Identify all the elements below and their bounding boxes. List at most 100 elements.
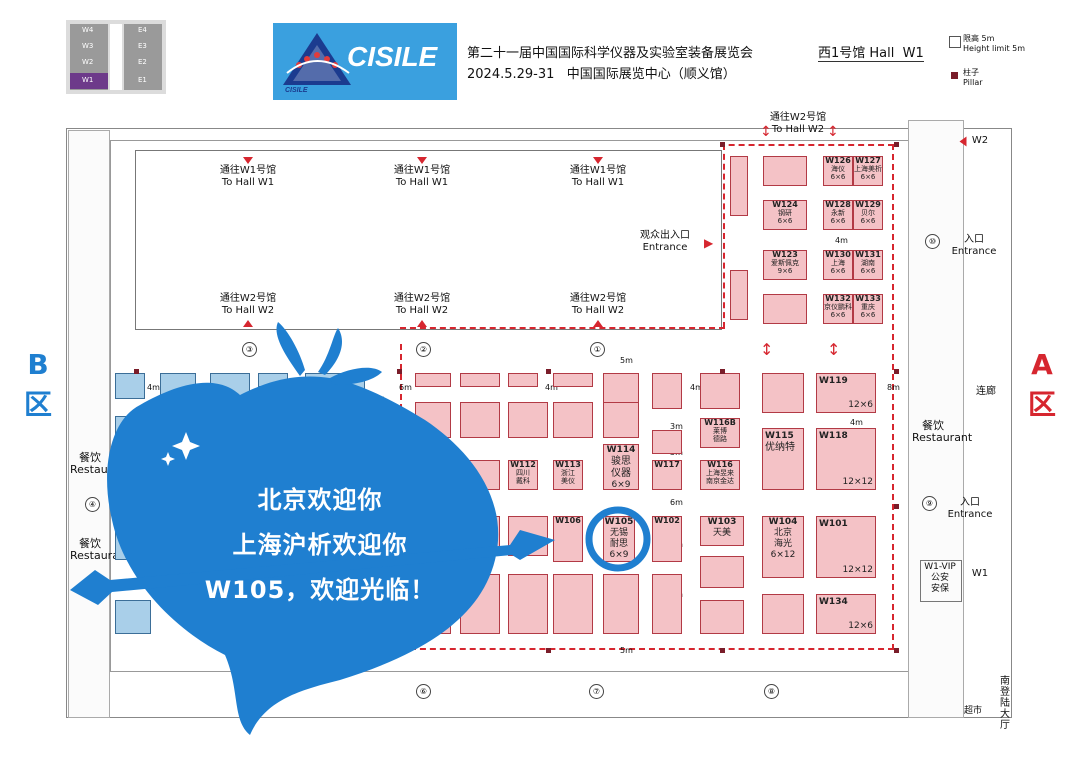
to-hall-w2-1: 通往W2号馆 To Hall W2 [219,293,277,316]
booth-blue[interactable] [115,373,145,399]
pillar [894,504,899,509]
logo-triangle-icon [283,33,351,85]
booth-small[interactable] [763,294,807,324]
booth-small[interactable] [460,402,500,438]
booth-blue[interactable] [115,416,145,442]
booth-small[interactable] [508,516,548,556]
arrow-down-icon [593,157,603,164]
gate-10: ⑩ [925,234,940,249]
booth-blue[interactable] [350,402,390,438]
gate-2: ② [416,342,431,357]
gate-1: ① [590,342,605,357]
visitor-entrance: 观众出入口 Entrance [640,230,690,253]
dim-label: 4m [147,383,160,392]
pillar [720,369,725,374]
booth-small[interactable] [508,373,538,387]
booth-small[interactable] [415,373,451,387]
booth-blue[interactable] [258,373,288,387]
booth-blue[interactable] [305,373,365,393]
booth-w102[interactable]: W102 [652,516,682,562]
booth-small[interactable] [762,373,804,413]
hall-outer-wall [66,128,1012,718]
pillar [546,648,551,653]
left-service-block [68,130,110,718]
legend-height: 限高 5m Height limit 5m [963,34,1026,53]
booth-small[interactable] [652,430,682,454]
booth-small[interactable] [603,574,639,634]
booth-w106[interactable]: W106 [553,516,583,562]
minimap-w3: W3 [82,42,94,50]
booth-blue[interactable] [160,416,196,442]
dim-label: 8m [887,383,900,392]
booth-small[interactable] [508,574,548,634]
w2-side-label: W2 [971,135,989,146]
booth-w117[interactable]: W117 [652,460,682,490]
pillar [720,648,725,653]
vip-block [920,560,962,602]
booth-small[interactable] [415,402,451,438]
upper-empty-area [135,150,722,330]
booth-small[interactable] [700,373,740,409]
booth-small[interactable] [508,402,548,438]
booth-small[interactable] [553,373,593,387]
pillar [720,142,725,147]
booth-blue[interactable] [160,373,196,399]
booth-blue[interactable] [350,600,390,634]
booth-small[interactable] [652,574,682,634]
arrow-up-icon [243,320,253,327]
upper-boundary-vert [723,144,725,328]
booth-small[interactable] [460,373,500,387]
arrow-down-icon [417,157,427,164]
booth-small[interactable] [762,594,804,634]
booth-small[interactable] [553,402,593,438]
booth-small[interactable] [730,270,748,320]
booth-small[interactable] [603,402,639,438]
legend-height-swatch [949,36,961,48]
event-title: 第二十一届中国国际科学仪器及实验室装备展览会 [467,46,754,61]
arrow-up-icon [593,320,603,327]
booth-blue[interactable] [210,373,250,399]
booth-small[interactable] [652,373,682,409]
gate-9: ⑨ [922,496,937,511]
booth-small[interactable] [763,156,807,186]
booth-small[interactable] [700,600,744,634]
to-hall-w1-1: 通往W1号馆 To Hall W1 [219,165,277,188]
welcome-line2: 上海沪析欢迎你 [232,531,408,559]
gate-8: ⑧ [764,684,779,699]
booth-blue[interactable] [115,520,145,560]
booth-small[interactable] [700,556,744,588]
arrow-up-icon [417,320,427,327]
welcome-line1: 北京欢迎你 [257,486,383,514]
booth-small[interactable] [553,574,593,634]
booth-blue[interactable] [115,600,151,634]
upper-boundary-line [400,327,725,329]
updown-arrow-icon: ↕ [827,124,839,140]
dim-label: 4m [850,418,863,427]
zone-a: A 区 [1027,348,1056,421]
booth-small[interactable] [730,156,748,216]
